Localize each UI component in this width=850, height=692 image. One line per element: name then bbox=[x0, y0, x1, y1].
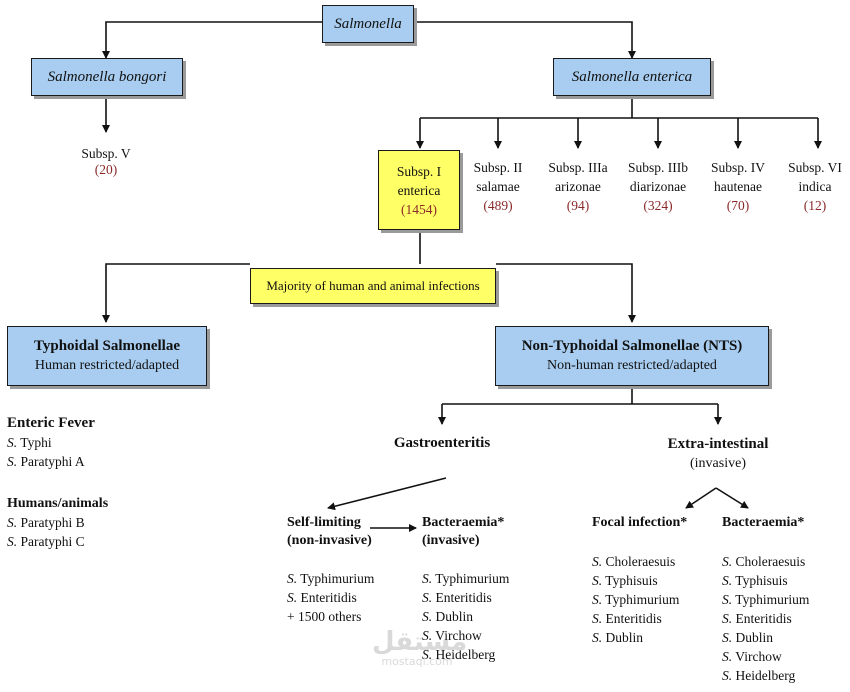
nts-subtitle: Non-human restricted/adapted bbox=[547, 358, 717, 373]
connector-extra-bact bbox=[715, 487, 749, 509]
gastro-bact-item: S. Typhimurium bbox=[422, 571, 510, 586]
extra-bact-item: S. Dublin bbox=[722, 630, 774, 645]
species-bongori-label: Salmonella bongori bbox=[47, 68, 167, 85]
humans-animals-heading: Humans/animals bbox=[7, 496, 109, 511]
subsp-iv: Subsp. IV hautenae (70) bbox=[698, 158, 778, 215]
subsp-ii-line1: Subsp. II bbox=[473, 160, 523, 175]
gastro-bact-item: S. Virchow bbox=[422, 628, 482, 643]
subsp-ii: Subsp. II salamae (489) bbox=[458, 158, 538, 215]
subsp-vi-count: (12) bbox=[803, 198, 827, 213]
subsp-ii-line2: salamae bbox=[476, 179, 520, 194]
connector-gastro-self bbox=[327, 477, 447, 511]
root-label: Salmonella bbox=[334, 15, 402, 32]
gastro-bact-item: S. Heidelberg bbox=[422, 647, 496, 662]
gastro-title: Gastroenteritis bbox=[393, 435, 491, 451]
species-bongori-box: Salmonella bongori bbox=[31, 58, 183, 96]
extra-bact-item: S. Typhimurium bbox=[722, 592, 810, 607]
subsp-iv-line2: hautenae bbox=[714, 179, 762, 194]
connector-split-left bbox=[102, 263, 250, 323]
watermark: مستقل mostaql.com bbox=[372, 627, 468, 668]
majority-label: Majority of human and animal infections bbox=[266, 278, 480, 293]
extra-intestinal: Extra-intestinal (invasive) bbox=[648, 434, 788, 474]
extra-subtitle: (invasive) bbox=[690, 456, 746, 471]
species-enterica-label: Salmonella enterica bbox=[571, 68, 693, 85]
connector-root-enterica bbox=[414, 21, 636, 59]
subsp-iiia: Subsp. IIIa arizonae (94) bbox=[538, 158, 618, 215]
subsp-ii-count: (489) bbox=[483, 198, 513, 213]
enteric-fever-heading: Enteric Fever bbox=[7, 415, 95, 431]
subsp-iiib-line2: diarizonae bbox=[629, 179, 687, 194]
subsp-vi-line1: Subsp. VI bbox=[788, 160, 842, 175]
species-enterica-box: Salmonella enterica bbox=[553, 58, 711, 96]
subsp-iiia-line2: arizonae bbox=[555, 179, 601, 194]
subsp-v-count: (20) bbox=[94, 162, 118, 178]
self-limiting-item: S. Typhimurium bbox=[287, 571, 375, 586]
gastro-bact-item: S. Enteritidis bbox=[422, 590, 492, 605]
typhoidal-box: Typhoidal Salmonellae Human restricted/a… bbox=[7, 326, 207, 386]
gastro-bact-line1: Bacteraemia* bbox=[422, 515, 505, 530]
self-limiting-line1: Self-limiting bbox=[287, 515, 361, 530]
subsp-i-line1: Subsp. I bbox=[396, 163, 442, 179]
subsp-v-label: Subsp. V bbox=[81, 146, 131, 161]
subsp-i-line2: enterica bbox=[397, 182, 441, 198]
extra-bact-item: S. Typhisuis bbox=[722, 573, 788, 588]
focal-item: S. Choleraesuis bbox=[592, 554, 676, 569]
typhoidal-subtitle: Human restricted/adapted bbox=[34, 358, 180, 373]
extra-title: Extra-intestinal bbox=[667, 436, 769, 452]
focal-item: S. Dublin bbox=[592, 630, 644, 645]
subsp-iv-line1: Subsp. IV bbox=[710, 160, 765, 175]
extra-bact-item: S. Virchow bbox=[722, 649, 782, 664]
focal-line1: Focal infection* bbox=[592, 515, 688, 530]
majority-box: Majority of human and animal infections bbox=[250, 268, 496, 304]
extra-bact-item: S. Heidelberg bbox=[722, 668, 796, 683]
self-limiting-item: S. Enteritidis bbox=[287, 590, 357, 605]
humans-animals-item: S. Paratyphi C bbox=[7, 534, 85, 549]
gastro-bact-line2: (invasive) bbox=[422, 533, 480, 548]
watermark-arabic: مستقل bbox=[372, 627, 468, 657]
subsp-v: Subsp. V (20) bbox=[66, 146, 146, 178]
humans-animals: Humans/animals S. Paratyphi B S. Paratyp… bbox=[7, 494, 108, 551]
self-limiting-line2: (non-invasive) bbox=[287, 533, 372, 548]
connector-extra-focal bbox=[685, 487, 717, 509]
watermark-latin: mostaql.com bbox=[381, 655, 453, 668]
enteric-fever: Enteric Fever S. Typhi S. Paratyphi A bbox=[7, 414, 95, 471]
subsp-vi-line2: indica bbox=[798, 179, 832, 194]
nts-box: Non-Typhoidal Salmonellae (NTS) Non-huma… bbox=[495, 326, 769, 386]
subsp-i-count: (1454) bbox=[401, 201, 437, 217]
subsp-vi: Subsp. VI indica (12) bbox=[780, 158, 850, 215]
subsp-i-box: Subsp. I enterica (1454) bbox=[378, 150, 460, 230]
extra-bact-item: S. Choleraesuis bbox=[722, 554, 806, 569]
extra-bact-item: S. Enteritidis bbox=[722, 611, 792, 626]
subsp-iv-count: (70) bbox=[726, 198, 750, 213]
self-limiting-item: + 1500 others bbox=[287, 609, 362, 624]
extra-bacteraemia: Bacteraemia* S. Choleraesuis S. Typhisui… bbox=[722, 514, 809, 685]
subsp-iiib-line1: Subsp. IIIb bbox=[628, 160, 688, 175]
subsp-iiia-count: (94) bbox=[566, 198, 590, 213]
connector-split-right bbox=[496, 263, 636, 323]
humans-animals-item: S. Paratyphi B bbox=[7, 515, 85, 530]
subsp-iiib-count: (324) bbox=[643, 198, 673, 213]
gastro-bact-item: S. Dublin bbox=[422, 609, 474, 624]
connector-root-bongori bbox=[102, 21, 322, 59]
enteric-fever-item: S. Typhi bbox=[7, 435, 52, 450]
focal-item: S. Typhisuis bbox=[592, 573, 658, 588]
self-limiting: Self-limiting (non-invasive) S. Typhimur… bbox=[287, 514, 374, 626]
focal-item: S. Typhimurium bbox=[592, 592, 680, 607]
subsp-iiia-line1: Subsp. IIIa bbox=[548, 160, 608, 175]
root-box: Salmonella bbox=[322, 5, 414, 43]
focal-infection: Focal infection* S. Choleraesuis S. Typh… bbox=[592, 514, 687, 647]
focal-item: S. Enteritidis bbox=[592, 611, 662, 626]
nts-title: Non-Typhoidal Salmonellae (NTS) bbox=[521, 338, 743, 354]
enteric-fever-item: S. Paratyphi A bbox=[7, 454, 85, 469]
gastro-bacteraemia: Bacteraemia* (invasive) S. Typhimurium S… bbox=[422, 514, 509, 664]
extra-bact-line1: Bacteraemia* bbox=[722, 515, 805, 530]
subsp-iiib: Subsp. IIIb diarizonae (324) bbox=[618, 158, 698, 215]
typhoidal-title: Typhoidal Salmonellae bbox=[33, 338, 180, 354]
